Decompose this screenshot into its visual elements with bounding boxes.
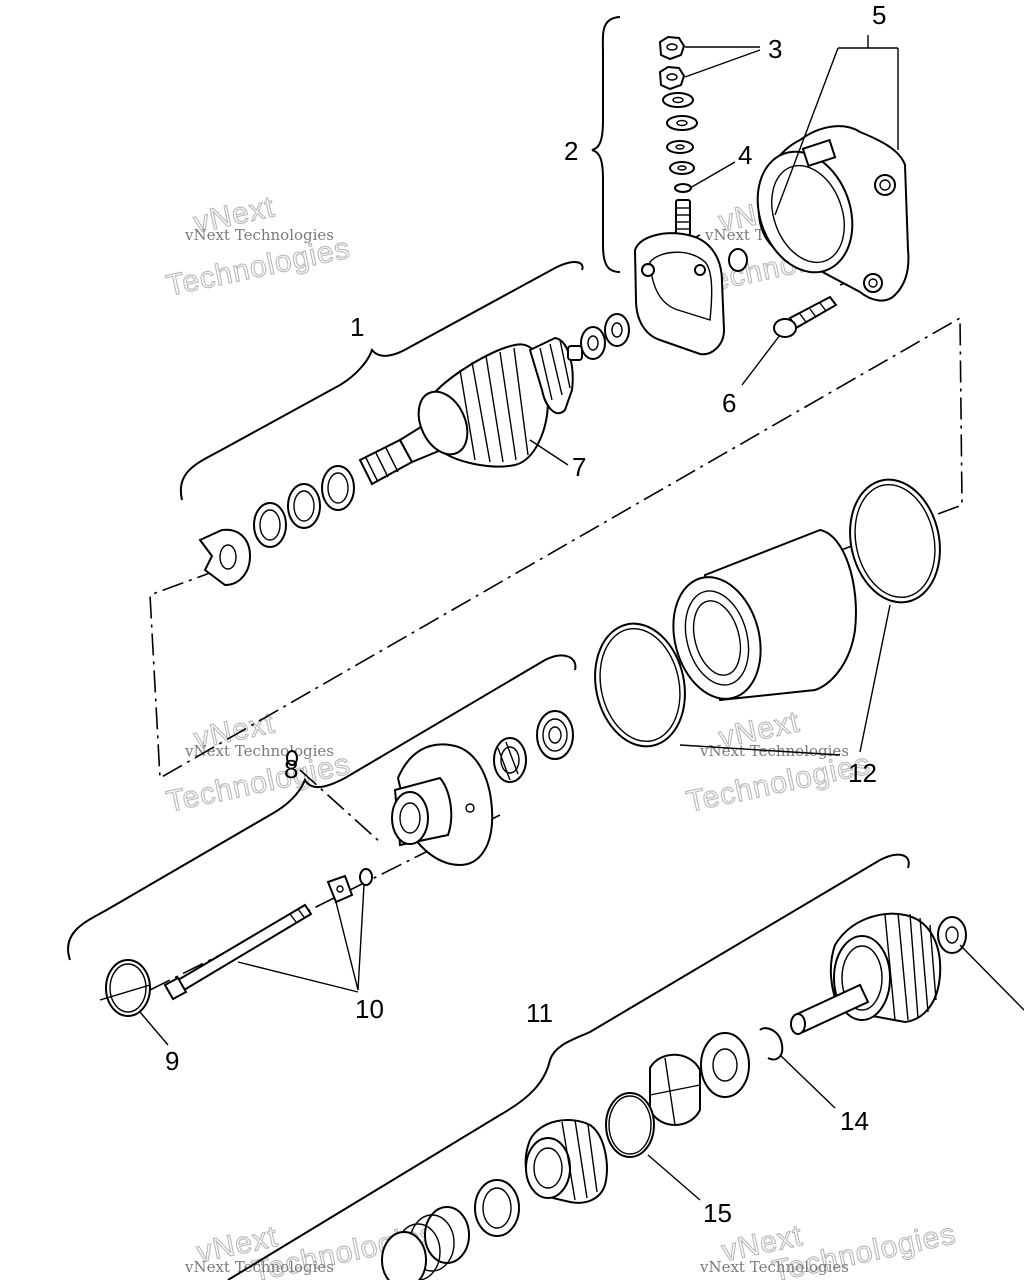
thrust-washer-set: [198, 313, 630, 587]
retaining-clip-14: [759, 1027, 784, 1061]
drive-shaft: [790, 983, 870, 1035]
end-washer: [937, 916, 967, 954]
pinion-gear: [524, 1119, 608, 1204]
through-bolt: [163, 903, 313, 1001]
washer: [666, 140, 694, 154]
callout-labels: 1 2 3 4 5 6 7 8 9 10 11 12 14 15: [165, 0, 886, 1228]
callout-2: 2: [564, 136, 578, 166]
brush-plate: [633, 199, 726, 356]
end-cap-housing: [728, 125, 910, 302]
callout-4: 4: [738, 140, 752, 170]
front-housing: [391, 743, 494, 867]
o-ring: [674, 183, 692, 193]
callout-12: 12: [848, 758, 877, 788]
callout-10: 10: [355, 994, 384, 1024]
armature: [358, 336, 583, 486]
washer: [287, 483, 321, 529]
bolt-o-ring: [359, 868, 373, 886]
thrust-washer-large: [700, 1032, 750, 1098]
brace-group-8: [67, 654, 577, 961]
callout-6: 6: [722, 388, 736, 418]
washer: [604, 313, 630, 347]
snap-ring: [105, 959, 151, 1017]
o-ring-large: [849, 478, 941, 604]
needle-bearing: [493, 737, 527, 783]
o-ring-large: [594, 622, 686, 748]
nut-top: [658, 35, 686, 61]
bolt-washer: [326, 874, 354, 904]
retainer-clip: [198, 528, 252, 587]
callout-8: 8: [284, 754, 298, 784]
callout-1: 1: [350, 312, 364, 342]
spring: [381, 1206, 470, 1280]
watermark-label: vNext Technologies: [699, 1258, 849, 1276]
washer: [669, 161, 695, 175]
watermark-label: vNext Technologies: [184, 1258, 334, 1276]
washer: [253, 502, 287, 548]
brace-group-2: [591, 16, 621, 273]
sleeve: [474, 1179, 520, 1237]
mounting-screw: [773, 295, 838, 338]
brace-group-1: [179, 261, 584, 501]
callout-7: 7: [572, 452, 586, 482]
nut-second: [658, 65, 686, 91]
split-collar: [649, 1053, 701, 1126]
callout-9: 9: [165, 1046, 179, 1076]
leader-lines: [99, 35, 1024, 1201]
nut-washer-stack: [658, 35, 698, 193]
callout-14: 14: [840, 1106, 869, 1136]
washer: [662, 92, 694, 108]
washer: [321, 465, 355, 511]
callout-11: 11: [526, 998, 553, 1028]
yoke-housing: [672, 528, 857, 702]
ball-bearing: [536, 710, 574, 760]
brace-group-11: [227, 853, 910, 1280]
callout-5: 5: [872, 0, 886, 30]
small-ring-8: [286, 750, 298, 766]
watermark-label: vNext Technologies: [184, 226, 334, 244]
washer: [666, 115, 698, 131]
callout-15: 15: [703, 1198, 732, 1228]
ring-15: [605, 1092, 655, 1158]
callout-3: 3: [768, 34, 782, 64]
washer: [580, 326, 606, 360]
